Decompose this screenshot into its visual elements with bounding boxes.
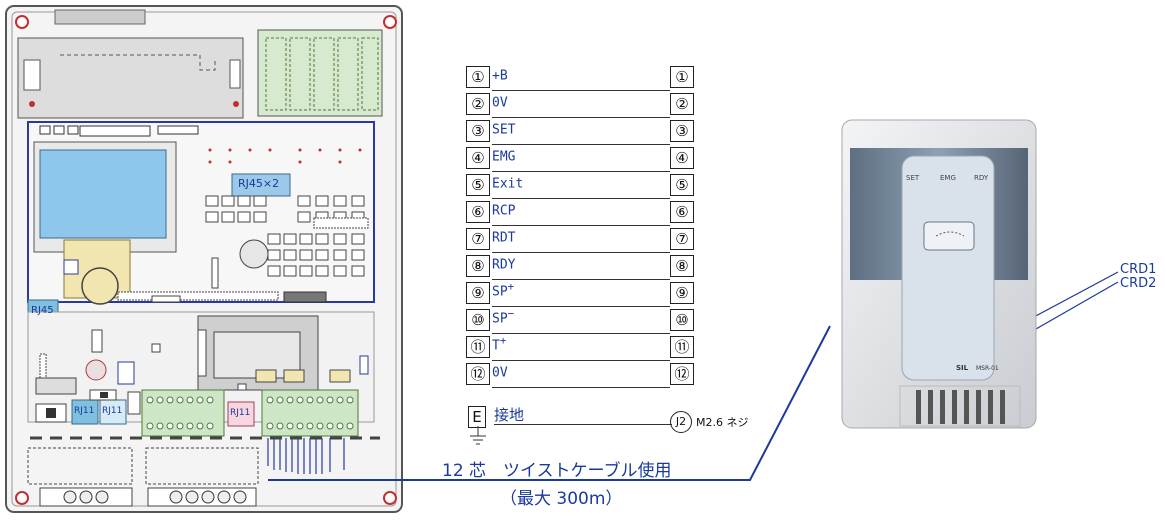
left-terminal-number: ⑫ — [466, 363, 490, 385]
terminal-row-6: ⑥ RCP ⑥ — [466, 201, 706, 227]
control-panel: RJ45×2 RJ45 RJ11 RJ11 RJ11 — [0, 0, 410, 518]
terminal-wire — [492, 252, 670, 253]
rj45-label: RJ45 — [31, 305, 54, 316]
terminal-label: SP+ — [492, 280, 515, 300]
terminal-label: 0V — [492, 365, 508, 381]
right-terminal-number: ③ — [670, 120, 694, 142]
right-terminal-number: ⑥ — [670, 201, 694, 223]
right-terminal-number: ⑦ — [670, 228, 694, 250]
terminal-wire — [492, 306, 670, 307]
right-terminal-number: ④ — [670, 147, 694, 169]
reader-brand: SIL — [956, 364, 969, 372]
left-terminal-number: ⑦ — [466, 228, 490, 250]
rj45x2-label: RJ45×2 — [238, 177, 280, 190]
rj11-label-1: RJ11 — [74, 406, 95, 416]
terminal-wire — [492, 333, 670, 334]
left-terminal-number: ③ — [466, 120, 490, 142]
right-terminal-number: ⑤ — [670, 174, 694, 196]
terminal-label: RCP — [492, 203, 516, 219]
left-terminal-number: ⑪ — [466, 336, 490, 358]
ground-wire — [494, 424, 672, 425]
terminal-wire — [492, 117, 670, 118]
terminal-wire — [492, 360, 670, 361]
left-terminal-number: ④ — [466, 147, 490, 169]
terminal-row-1: ① +B ① — [466, 66, 706, 92]
ground-label: 接地 — [494, 406, 525, 424]
terminal-row-2: ② 0V ② — [466, 93, 706, 119]
screw-label: M2.6 ネジ — [696, 416, 749, 429]
led-set-label: SET — [906, 174, 920, 182]
led-emg-label: EMG — [940, 174, 956, 182]
right-terminal-number: ② — [670, 93, 694, 115]
crd2-label: CRD2 — [1120, 276, 1157, 291]
rj11-label-3: RJ11 — [230, 408, 251, 418]
terminal-label: SET — [492, 122, 516, 138]
left-terminal-number: ⑨ — [466, 282, 490, 304]
ground-terminal-box: E — [468, 406, 486, 428]
left-terminal-number: ② — [466, 93, 490, 115]
terminal-label: RDT — [492, 230, 516, 246]
control-panel-drawing — [5, 5, 403, 513]
left-terminal-number: ⑥ — [466, 201, 490, 223]
right-terminal-number: ⑫ — [670, 363, 694, 385]
terminal-row-5: ⑤ Exit ⑤ — [466, 174, 706, 200]
terminal-row-4: ④ EMG ④ — [466, 147, 706, 173]
terminal-wire — [492, 171, 670, 172]
terminal-label: EMG — [492, 149, 516, 165]
terminal-label: T+ — [492, 334, 507, 354]
terminal-wire — [492, 90, 670, 91]
right-terminal-number: ⑨ — [670, 282, 694, 304]
terminal-label: SP− — [492, 307, 515, 327]
cable-max-length: （最大 300m） — [500, 489, 623, 509]
reader-model: MSR-01 — [976, 365, 999, 372]
left-terminal-number: ⑩ — [466, 309, 490, 331]
j2-terminal: J2 — [670, 411, 692, 433]
terminal-wire — [492, 198, 670, 199]
terminal-row-3: ③ SET ③ — [466, 120, 706, 146]
right-terminal-number: ⑧ — [670, 255, 694, 277]
terminal-wire — [492, 144, 670, 145]
led-rdy-label: RDY — [974, 174, 989, 182]
cable-description: 12 芯 ツイストケーブル使用 — [442, 461, 672, 481]
terminal-label: RDY — [492, 257, 516, 273]
card-reader: SET EMG RDY SIL MSR-01 — [840, 118, 1038, 430]
crd1-label: CRD1 — [1120, 262, 1157, 277]
terminal-row-7: ⑦ RDT ⑦ — [466, 228, 706, 254]
terminal-row-9: ⑨ SP+ ⑨ — [466, 280, 706, 308]
terminal-label: Exit — [492, 176, 524, 192]
right-terminal-number: ① — [670, 66, 694, 88]
ground-symbol — [470, 426, 486, 445]
terminal-label: 0V — [492, 95, 508, 111]
right-terminal-number: ⑪ — [670, 336, 694, 358]
right-terminal-number: ⑩ — [670, 309, 694, 331]
terminal-label: +B — [492, 68, 508, 84]
card-reader-body — [841, 119, 1037, 429]
rj11-label-2: RJ11 — [102, 406, 123, 416]
left-terminal-number: ⑧ — [466, 255, 490, 277]
terminal-wire — [492, 279, 670, 280]
terminal-wire — [492, 387, 670, 388]
terminal-row-8: ⑧ RDY ⑧ — [466, 255, 706, 281]
left-terminal-number: ⑤ — [466, 174, 490, 196]
terminal-wire — [492, 225, 670, 226]
terminal-row-12: ⑫ 0V ⑫ — [466, 363, 706, 389]
wiring-table: ① +B ① ② 0V ② ③ SET ③ ④ EMG ④ ⑤ Exit ⑤ ⑥… — [466, 64, 748, 464]
terminal-row-11: ⑪ T+ ⑪ — [466, 334, 706, 362]
terminal-row-10: ⑩ SP− ⑩ — [466, 307, 706, 335]
left-terminal-number: ① — [466, 66, 490, 88]
